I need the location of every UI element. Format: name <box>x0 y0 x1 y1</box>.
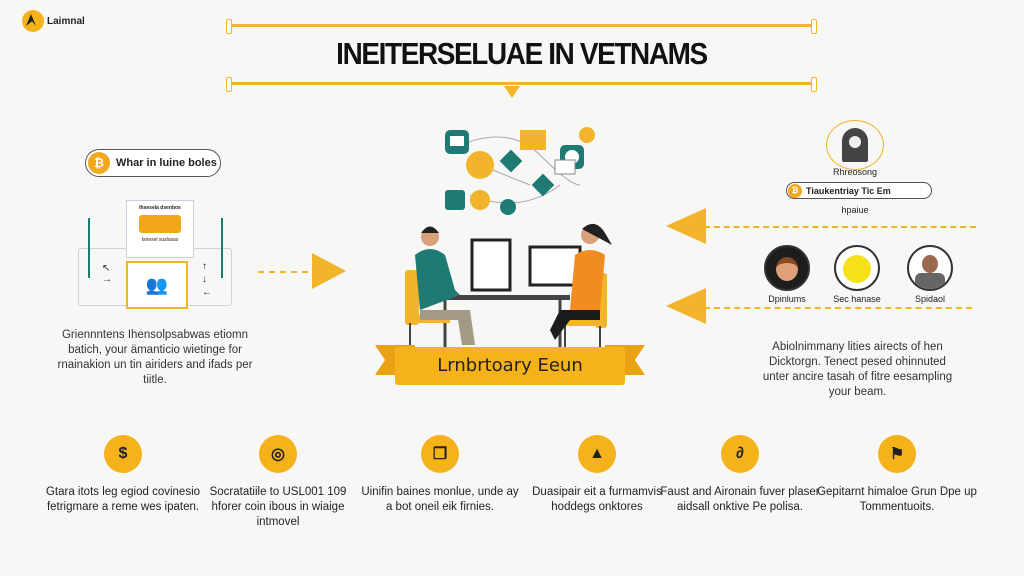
flag-icon: ⚑ <box>878 435 916 473</box>
feature-text: Faust and Aironain fuver plaser aidsall … <box>660 486 820 513</box>
dollar-icon: $ <box>104 435 142 473</box>
arrow-right-icon <box>312 253 346 289</box>
logo: Laimnal <box>22 10 85 32</box>
dashed-connector <box>258 271 308 273</box>
scroll-icon: ❐ <box>421 435 459 473</box>
info-card: Ihsesela dsenbos Isnesel suslosas <box>126 200 194 258</box>
right-sub-label: hpaiue <box>841 205 869 215</box>
avatar <box>907 245 953 291</box>
bitcoin-icon: ₿ <box>788 183 802 198</box>
feature-text: Socratatiile to USL001 109 hforer coin i… <box>209 486 347 528</box>
cone-icon: ▲ <box>578 435 616 473</box>
arrow-left-icon <box>666 288 706 324</box>
title-top-rule <box>226 19 817 34</box>
right-description: Abiolnimmany lities airects of hen Dickt… <box>762 341 953 398</box>
expert-avatar-ring <box>826 120 884 170</box>
feature-text: Uinifin baines monlue, unde ay a bot one… <box>361 486 519 513</box>
link-icon: ∂ <box>721 435 759 473</box>
down-pointer-icon <box>504 86 520 98</box>
arrow-left-icon <box>666 208 706 244</box>
avatar <box>764 245 810 291</box>
target-coin-icon: ◎ <box>259 435 297 473</box>
page-title: INEITERSELUAE IN VETNAMS <box>336 36 708 71</box>
network-icons-cluster <box>445 127 595 215</box>
feature-text: Gepitarnt himaloe Grun Dpe up Tommentuoi… <box>817 486 977 513</box>
team-at-desk-illustration <box>405 223 612 350</box>
left-description: Griennntens Ihensolpsabwas etiomn batich… <box>57 329 253 386</box>
avatar <box>834 245 880 291</box>
center-banner: Lrnbrtoary Eeun <box>395 347 625 385</box>
dashed-connector <box>704 226 976 228</box>
feature-text: Gtara itots leg egiod covinesio fetrigma… <box>45 486 201 513</box>
feature-text: Duasipair eit a furmamvis hoddegs onktor… <box>532 486 662 513</box>
expert-label: Rhreosong <box>832 167 878 177</box>
team-icon: 👥 <box>126 261 188 309</box>
right-pill-label: Tiaukentriay Tic Em <box>806 185 891 196</box>
avatar-name: Sec hanase <box>833 294 881 304</box>
right-pill: ₿ Tiaukentriay Tic Em <box>786 182 932 199</box>
logo-icon <box>22 10 44 32</box>
avatar-name: Spidaol <box>914 294 946 304</box>
process-diagram: Ihsesela dsenbos Isnesel suslosas 👥 ↖→ ↑… <box>78 198 234 313</box>
left-pill-label: Whar in luine boles <box>116 157 217 169</box>
logo-text: Laimnal <box>47 15 85 27</box>
left-pill: ₿ Whar in luine boles <box>85 149 221 177</box>
dashed-connector <box>704 307 972 309</box>
expert-avatar <box>842 128 868 162</box>
avatar-name: Dpinlums <box>768 294 806 304</box>
bitcoin-icon: ₿ <box>88 152 110 174</box>
title-bottom-rule <box>226 77 817 92</box>
